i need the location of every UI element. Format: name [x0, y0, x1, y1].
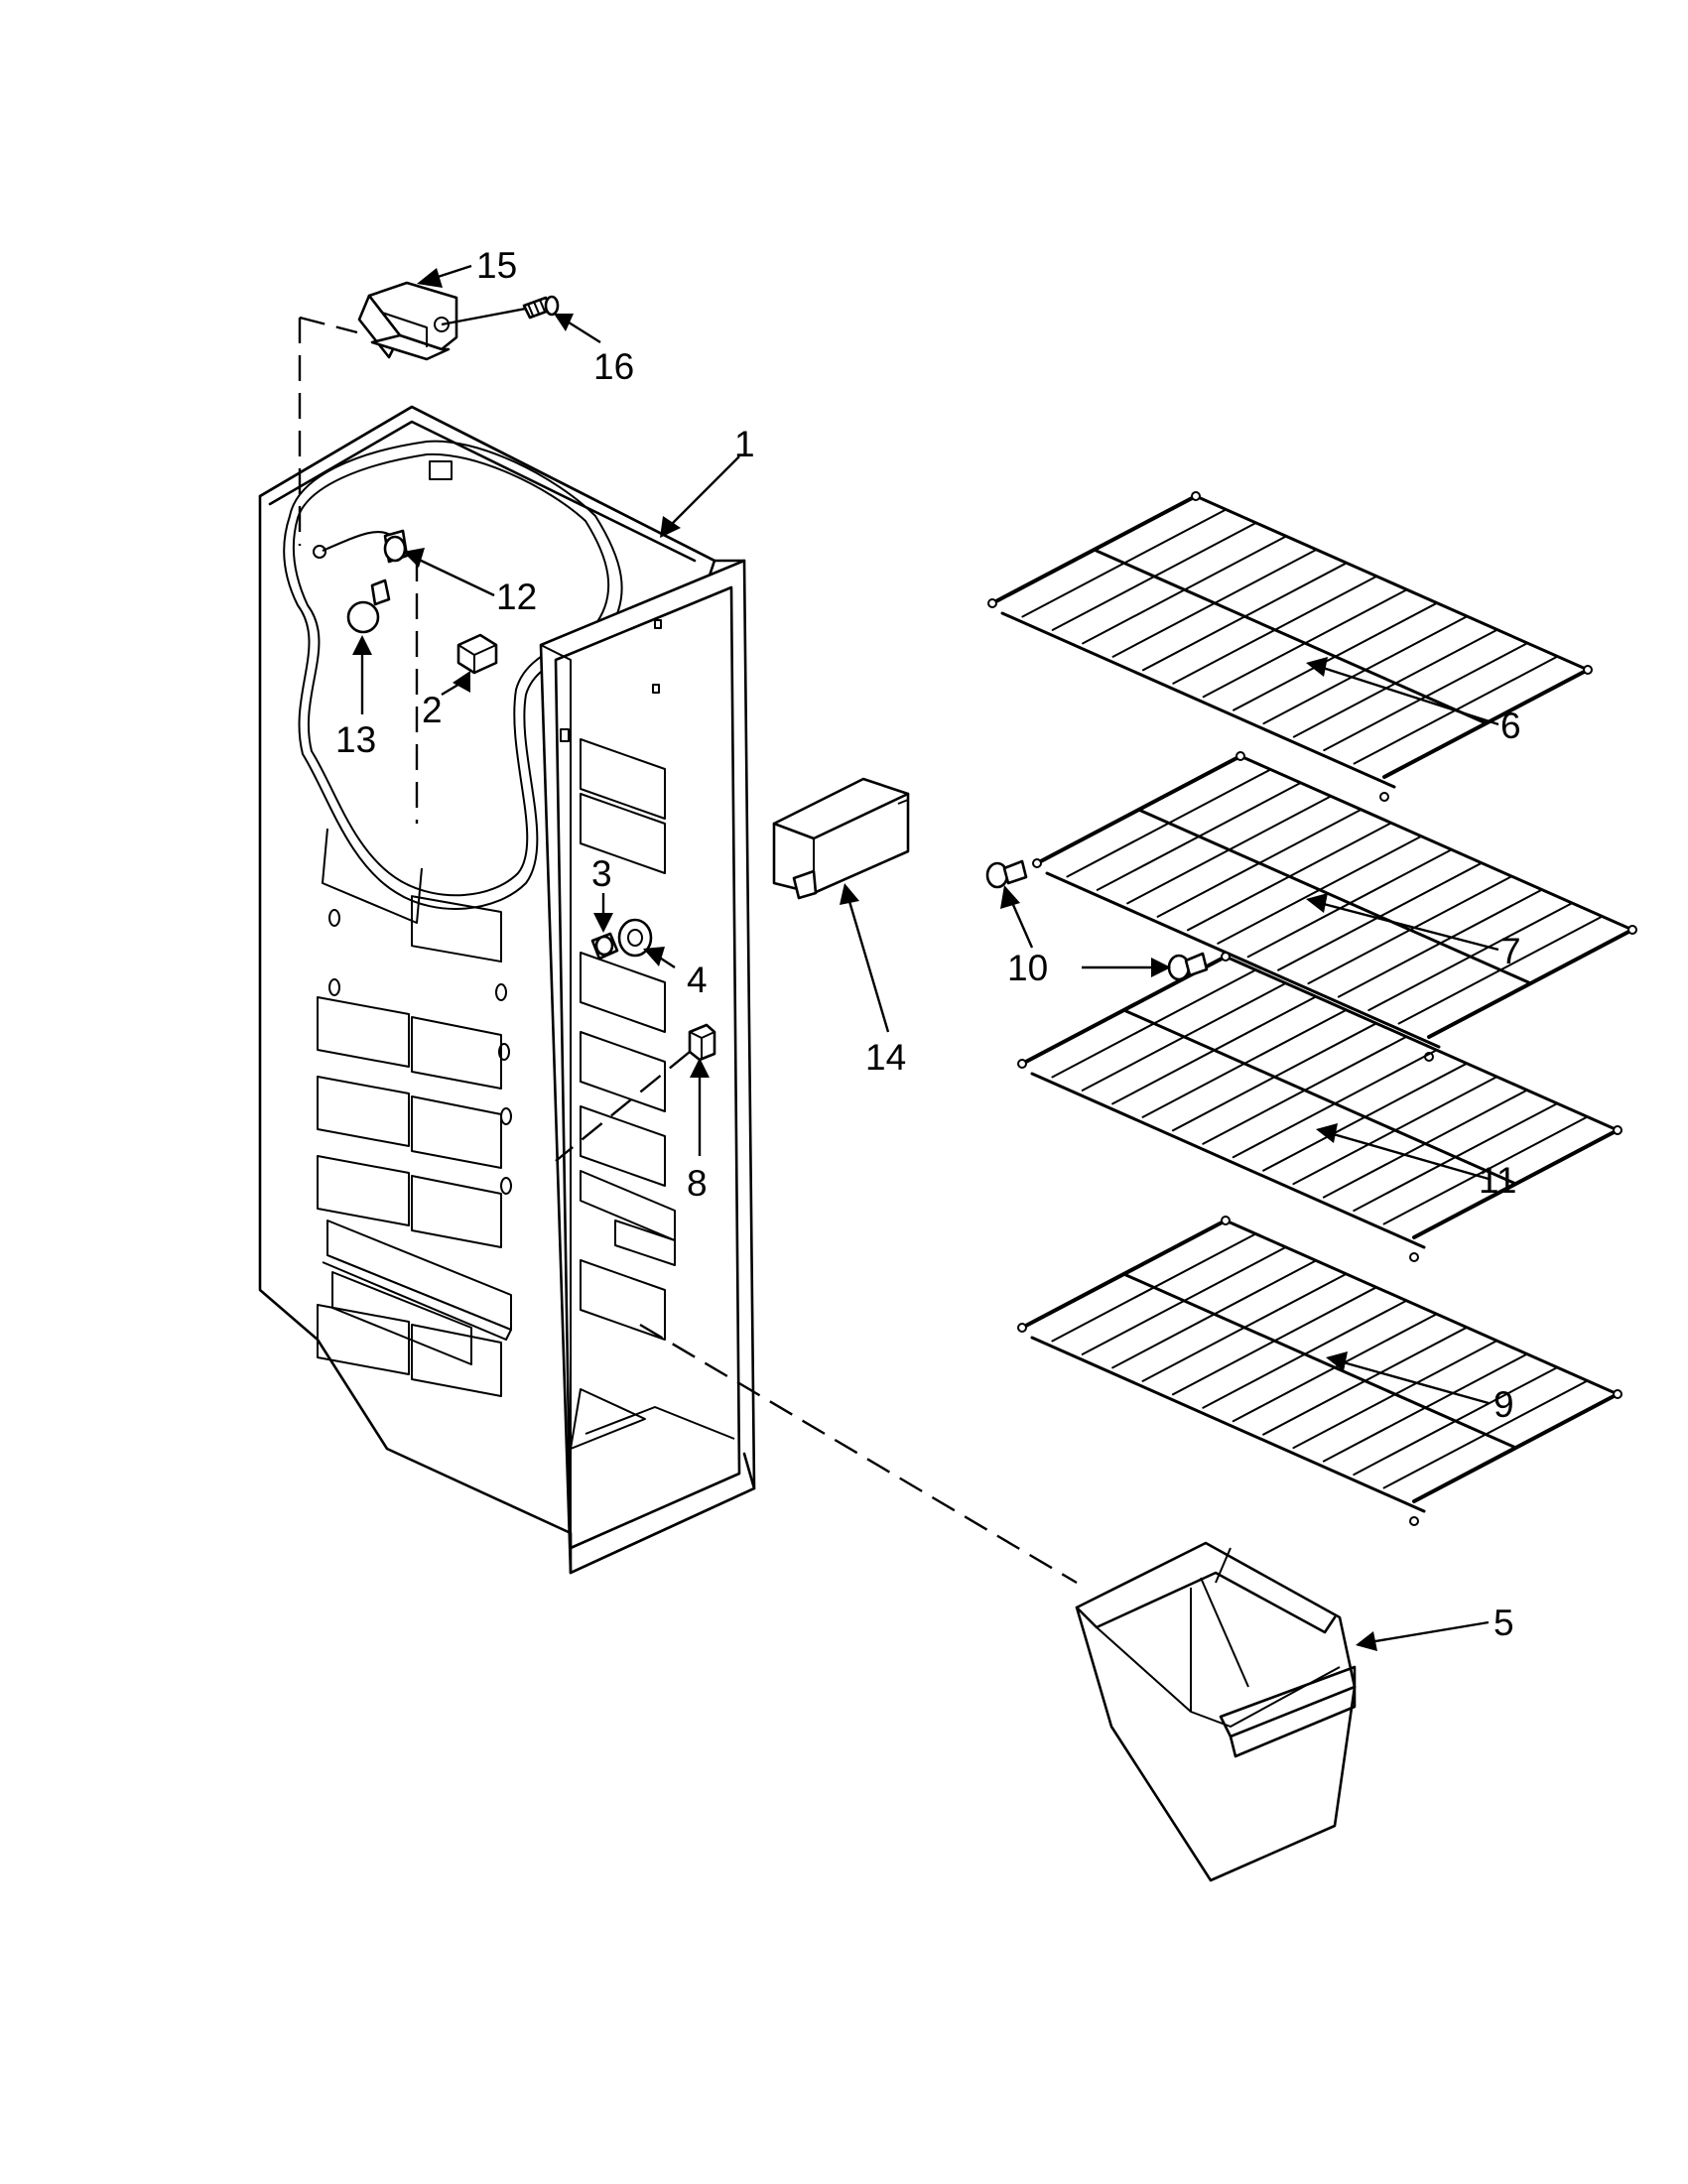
callout-12: 12	[496, 577, 537, 617]
callout-2: 2	[422, 690, 443, 730]
callout-15: 15	[476, 245, 517, 286]
callout-13: 13	[335, 719, 376, 760]
callout-14: 14	[865, 1037, 906, 1078]
leader-lines	[352, 264, 1499, 1651]
freezer-bin-part-5	[1075, 1541, 1357, 1882]
hinge-bracket-part-15	[357, 281, 532, 361]
callout-9: 9	[1493, 1384, 1514, 1425]
wire-shelves	[987, 491, 1637, 1526]
callout-4: 4	[687, 960, 708, 1000]
wire-shelf-part-9	[1017, 1216, 1623, 1526]
light-socket-part-12	[313, 529, 409, 564]
wire-shelf-part-11	[1017, 952, 1623, 1262]
washer-part-4	[617, 918, 653, 958]
screw-part-16	[522, 295, 560, 320]
screw-part-3	[590, 932, 619, 961]
wire-shelf-part-7	[1032, 751, 1637, 1062]
inner-wall-panels	[560, 619, 735, 1450]
callout-1: 1	[734, 424, 755, 464]
cover-part-14	[772, 777, 910, 900]
callout-8: 8	[687, 1163, 708, 1204]
callout-6: 6	[1500, 706, 1521, 746]
callout-11: 11	[1479, 1160, 1516, 1201]
shelf-support-part-10	[985, 859, 1209, 981]
callout-5: 5	[1493, 1603, 1514, 1643]
clip-part-8	[555, 1023, 716, 1162]
callout-labels: 15 16 1 12 13 2 3 4 8 14 6 7 10 11 9 5	[335, 245, 1521, 1643]
callout-7: 7	[1500, 931, 1521, 971]
callout-3: 3	[591, 853, 612, 894]
light-bulb-part-13	[346, 578, 391, 634]
callout-10: 10	[1007, 948, 1048, 988]
freezer-liner-drawing	[258, 316, 756, 1575]
side-wall-panels	[317, 828, 512, 1397]
wire-shelf-part-6	[987, 491, 1593, 802]
callout-16: 16	[593, 346, 634, 387]
bracket-part-2	[456, 633, 498, 675]
